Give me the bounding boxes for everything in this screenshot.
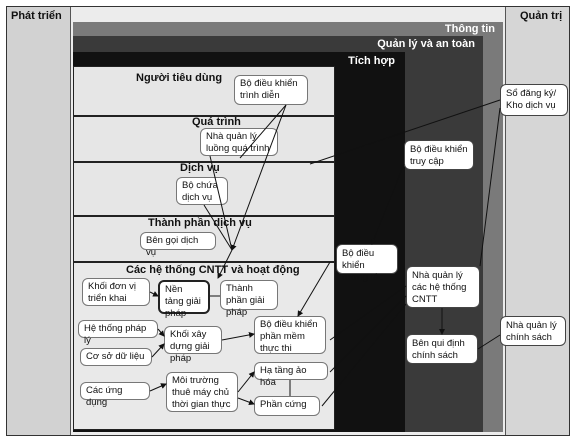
- interaction-controller-box: Bộ điều khiển tương tác: [336, 244, 398, 283]
- development-column: Phát triển: [7, 7, 71, 435]
- connector-itmanager-to-virtual: [329, 295, 407, 373]
- service-container-box: Bộ chứa dịch vụ: [176, 177, 228, 205]
- connector-process-to-invoker: [209, 155, 233, 251]
- solution-building-block-box: Khối xây dựng giải pháp: [164, 326, 222, 364]
- management-label: Quản trị: [520, 10, 563, 22]
- connector-registry-to-itmanager: [479, 107, 501, 267]
- it-systems-manager-box: Nhà quản lý các hệ thống CNTT: [406, 266, 480, 308]
- service-registry-box: Sổ đăng ký/ Kho dịch vụ: [500, 84, 568, 116]
- integration-label: Tích hợp: [348, 55, 395, 67]
- management-column: Quản trị: [505, 7, 569, 435]
- virtualized-infrastructure-box: Hạ tầng ảo hóa: [254, 362, 328, 388]
- legacy-system-box: Hệ thống pháp lý: [78, 320, 158, 346]
- process-flow-manager-box: Nhà quản lý luồng quá trình: [200, 128, 278, 156]
- connector-legacy-to-block: [157, 328, 165, 337]
- connector-registry-to-service: [309, 99, 501, 165]
- connector-block-to-runtime: [221, 331, 255, 341]
- connector-container-to-invoker: [203, 204, 233, 251]
- presentation-controller-box: Bộ điều khiển trình diễn: [234, 75, 308, 105]
- connector-policy-to-policymanager: [477, 334, 501, 350]
- connector-presentation-to-invoker: [230, 104, 287, 251]
- runtime-software-controller-box: Bộ điều khiển phần mềm thực thi: [254, 316, 326, 354]
- service-layer: Dịch vụ: [74, 162, 334, 217]
- security-label: Quản lý và an toàn: [377, 38, 475, 50]
- applications-box: Các ứng dụng: [80, 382, 150, 408]
- connector-invoker-to-platform: [217, 249, 233, 279]
- database-box: Cơ sở dữ liệu: [80, 348, 152, 366]
- service-layer-title: Dịch vụ: [180, 162, 220, 174]
- solution-component-box: Thành phần giải pháp: [220, 280, 278, 318]
- connector-hosting-to-hardware: [237, 397, 255, 406]
- connector-apps-to-hosting: [149, 383, 167, 392]
- deployment-unit-box: Khối đơn vị triển khai: [82, 278, 150, 306]
- service-invoker-box: Bên gọi dịch vụ: [140, 232, 216, 258]
- policy-manager-box: Nhà quản lý chính sách: [500, 316, 566, 346]
- it-systems-layer-title: Các hệ thống CNTT và hoạt động: [126, 264, 300, 276]
- connector-itmanager-to-runtime: [329, 285, 407, 341]
- connector-interaction-to-runtime: [297, 261, 331, 317]
- information-label: Thông tin: [444, 23, 495, 35]
- connector-access-to-interaction: [371, 163, 405, 245]
- runtime-hosting-box: Môi trường thuê máy chủ thời gian thực: [166, 372, 238, 412]
- access-controller-box: Bộ điều khiển truy cập: [404, 140, 474, 170]
- connector-hosting-to-virtual: [237, 371, 255, 393]
- consumer-layer-title: Người tiêu dùng: [136, 72, 223, 84]
- hardware-box: Phần cứng: [254, 396, 320, 416]
- process-layer-title: Quá trình: [192, 116, 241, 128]
- connector-db-to-block: [151, 343, 165, 358]
- connector-itmanager-to-hardware: [321, 303, 407, 407]
- solution-platform-box: Nền tảng giải pháp: [158, 280, 210, 319]
- connector-unit-to-platform: [149, 291, 159, 297]
- policy-maker-box: Bên qui định chính sách: [406, 334, 478, 364]
- connector-presentation-to-process: [239, 104, 287, 159]
- development-label: Phát triển: [11, 10, 62, 22]
